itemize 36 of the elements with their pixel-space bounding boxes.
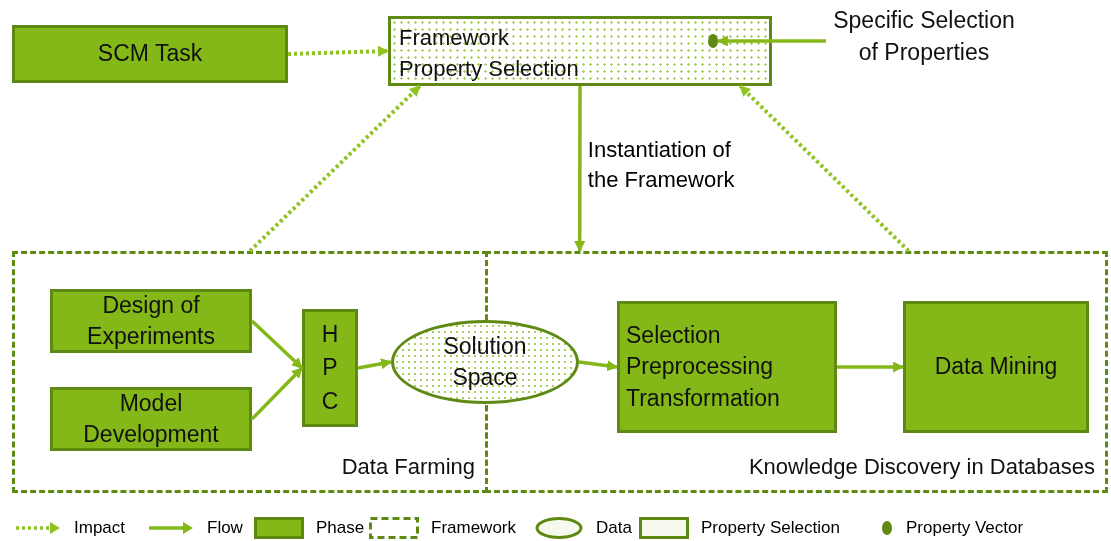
box-label: Data Mining bbox=[934, 352, 1058, 382]
phase-box bbox=[12, 25, 288, 83]
box-label: Design of Experiments bbox=[86, 290, 216, 351]
phase-box bbox=[50, 387, 252, 451]
box-label: SCM Task bbox=[97, 39, 203, 69]
box-label: Solution Space bbox=[442, 331, 528, 392]
legend-label: Property Vector bbox=[906, 518, 1024, 538]
box-label: Framework Property Selection bbox=[399, 24, 580, 83]
arrow bbox=[250, 366, 304, 421]
dotted-arrow bbox=[248, 84, 422, 253]
phase-box bbox=[903, 301, 1089, 433]
dotted-arrow bbox=[287, 45, 390, 57]
box-label: H P C bbox=[320, 320, 340, 416]
legend-label: Impact bbox=[74, 518, 126, 538]
box-label: Selection Preprocessing Transformation bbox=[625, 321, 781, 413]
framework-label: Data Farming bbox=[341, 454, 475, 480]
legend-label: Framework bbox=[431, 518, 516, 538]
property-vector-dot bbox=[708, 34, 718, 48]
arrow bbox=[837, 361, 905, 373]
legend-label: Property Selection bbox=[701, 518, 840, 538]
arrow bbox=[578, 360, 619, 372]
property-selection-box bbox=[388, 16, 772, 86]
framework-label: Knowledge Discovery in Databases bbox=[748, 454, 1095, 480]
phase-box bbox=[617, 301, 837, 433]
box-label: Model Development bbox=[82, 388, 220, 449]
legend-label: Flow bbox=[207, 518, 243, 538]
legend-label: Data bbox=[596, 518, 632, 538]
phase-box bbox=[50, 289, 252, 353]
phase-box bbox=[302, 309, 358, 427]
annotation-text: Specific Selection of Properties bbox=[826, 4, 1022, 68]
dotted-arrow bbox=[738, 84, 911, 253]
arrow bbox=[250, 319, 304, 370]
arrow bbox=[574, 86, 586, 253]
arrow bbox=[357, 358, 393, 370]
legend-label: Phase bbox=[316, 518, 365, 538]
arrow bbox=[716, 35, 826, 47]
